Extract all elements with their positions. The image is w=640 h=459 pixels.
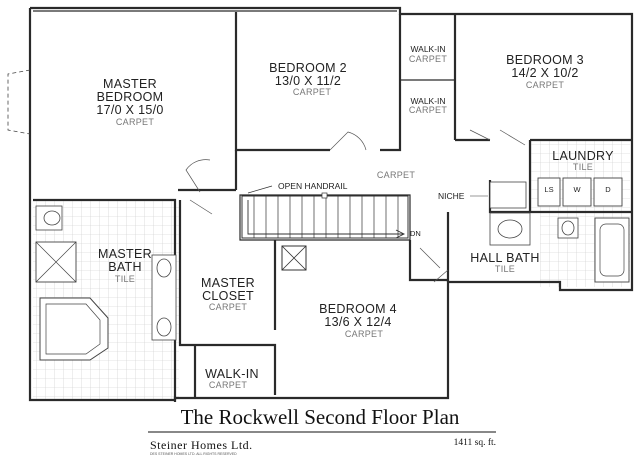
master-bedroom-floor: CARPET: [116, 117, 155, 127]
plan-title: The Rockwell Second Floor Plan: [181, 405, 460, 429]
door-swings: [185, 129, 526, 283]
hall-bath-floor: TILE: [495, 264, 515, 274]
brand-name: Steiner Homes Ltd.: [150, 438, 253, 452]
walkin2-floor: CARPET: [409, 105, 448, 115]
bedroom4-floor: CARPET: [345, 329, 384, 339]
master-closet-label-2: CLOSET: [202, 289, 254, 303]
down-label: DN: [410, 229, 421, 238]
room-laundry: LAUNDRY TILE LS W D: [544, 149, 614, 194]
bedroom3-dims: 14/2 X 10/2: [511, 66, 578, 80]
master-bath-floor: TILE: [115, 274, 135, 284]
walkin2-label: WALK-IN: [410, 96, 445, 106]
bedroom2-dims: 13/0 X 11/2: [275, 74, 341, 88]
master-closet-label-1: MASTER: [201, 276, 255, 290]
hall-bath-label: HALL BATH: [470, 251, 539, 265]
bedroom3-floor: CARPET: [526, 80, 565, 90]
master-bath-label-1: MASTER: [98, 247, 152, 261]
bedroom3-label: BEDROOM 3: [506, 53, 584, 67]
dryer-label: D: [605, 185, 611, 194]
room-walkin-3: WALK-IN CARPET: [205, 367, 259, 390]
walkin3-label: WALK-IN: [205, 367, 259, 381]
hall-bath-fixtures: [489, 212, 630, 283]
laundry-appliances: [537, 177, 623, 207]
master-closet-floor: CARPET: [209, 302, 248, 312]
bedroom4-label: BEDROOM 4: [319, 302, 397, 316]
bedroom2-floor: CARPET: [293, 87, 332, 97]
room-bedroom-3: BEDROOM 3 14/2 X 10/2 CARPET: [506, 53, 584, 90]
hall-carpet: CARPET: [377, 170, 416, 180]
room-hall-bath: HALL BATH TILE: [470, 251, 539, 274]
room-walkin-2: WALK-IN CARPET: [409, 96, 448, 115]
open-handrail-label: OPEN HANDRAIL: [278, 181, 348, 191]
room-bedroom-2: BEDROOM 2 13/0 X 11/2 CARPET: [269, 61, 347, 97]
handrail-leader: [247, 185, 273, 194]
room-master-bath: MASTER BATH TILE: [98, 247, 152, 284]
walkin1-floor: CARPET: [409, 54, 448, 64]
washer-label: W: [573, 185, 581, 194]
room-bedroom-4: BEDROOM 4 13/6 X 12/4 CARPET: [319, 302, 397, 339]
room-walkin-1: WALK-IN CARPET: [409, 44, 448, 64]
shaft-box: [281, 245, 307, 271]
brand-copyright: DES STEINER HOMES LTD. ALL RIGHTS RESERV…: [150, 452, 237, 456]
exterior-walls: [28, 6, 634, 402]
walkin1-label: WALK-IN: [410, 44, 445, 54]
laundry-label: LAUNDRY: [552, 149, 614, 163]
master-bedroom-label-2: BEDROOM: [97, 90, 164, 104]
bay-window: [7, 69, 31, 135]
master-bedroom-dims: 17/0 X 15/0: [96, 103, 163, 117]
niche-box: [489, 181, 527, 209]
master-bath-fixtures: [35, 205, 177, 361]
laundry-sink-label: LS: [544, 185, 553, 194]
room-master-bedroom: MASTER BEDROOM 17/0 X 15/0 CARPET: [96, 77, 163, 127]
hall-floor: CARPET: [377, 170, 416, 180]
room-master-closet: MASTER CLOSET CARPET: [201, 276, 255, 312]
bedroom4-dims: 13/6 X 12/4: [324, 315, 391, 329]
square-footage: 1411 sq. ft.: [454, 437, 496, 448]
walkin3-floor: CARPET: [209, 380, 248, 390]
niche-label: NICHE: [438, 191, 465, 201]
master-bedroom-label-1: MASTER: [103, 77, 157, 91]
bedroom2-label: BEDROOM 2: [269, 61, 347, 75]
laundry-floor: TILE: [573, 162, 593, 172]
stair: [241, 192, 409, 239]
master-bath-label-2: BATH: [108, 260, 142, 274]
